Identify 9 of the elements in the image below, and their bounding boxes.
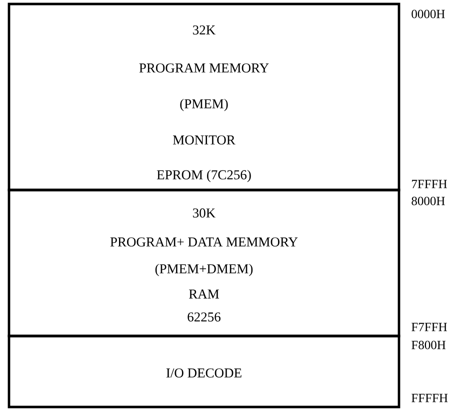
address-label: F7FFH — [412, 322, 447, 332]
address-label: 7FFFH — [412, 180, 447, 188]
address-label: 0000H — [412, 10, 445, 18]
memory-block: 30K PROGRAM+ DATA MEMMORY (PMEM+DMEM) RAM 62256 — [8, 188, 400, 338]
memory-block: 32K PROGRAM MEMORY (PMEM) MONITOR EPROM (7C256) — [8, 2, 400, 192]
memory-block: I/O DECODE — [8, 334, 400, 408]
address-label: 8000H — [412, 196, 445, 206]
address-label: FFFFH — [412, 394, 448, 402]
address-label: F800H — [412, 340, 446, 350]
